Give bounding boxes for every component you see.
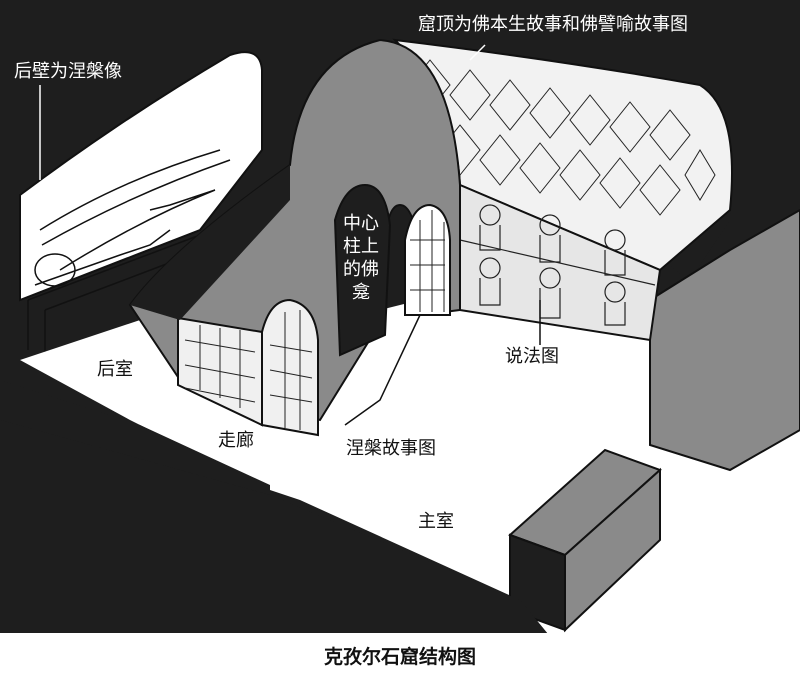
niche-label-line-3: 的佛 <box>343 259 379 280</box>
nirvana-story-figures <box>184 310 313 430</box>
corridor-mural <box>410 210 445 312</box>
leader-lines <box>39 44 486 180</box>
corridor-arch <box>404 203 451 316</box>
niche-label-line-4: 龛 <box>352 282 370 303</box>
caption-band <box>0 633 800 673</box>
nirvana-story-label: 涅槃故事图 <box>346 438 436 459</box>
preaching-figures <box>459 204 656 326</box>
main-chamber-label: 主室 <box>418 511 454 532</box>
leader-lines-dark <box>344 300 541 426</box>
preaching-label: 说法图 <box>505 346 559 367</box>
vault-label: 窟顶为佛本生故事和佛譬喻故事图 <box>418 14 688 35</box>
rear-chamber-label: 后室 <box>97 359 133 380</box>
niche-label-line-2: 柱上 <box>343 236 379 257</box>
pillar-niche <box>333 183 392 357</box>
nirvana-story-arch <box>261 298 319 437</box>
bench-block-side <box>564 467 661 633</box>
figure-caption: 克孜尔石窟结构图 <box>323 646 476 668</box>
right-side-wall <box>649 208 800 472</box>
corridor-label: 走廊 <box>218 430 254 451</box>
bottom-dark-edge <box>0 420 580 673</box>
rear-wall-panel <box>19 51 263 302</box>
pillar-front-dark <box>130 165 290 320</box>
floor-lower-strip <box>0 380 270 495</box>
niche-label-line-1: 中心 <box>343 213 379 234</box>
rear-wall-label: 后壁为涅槃像 <box>14 61 122 82</box>
